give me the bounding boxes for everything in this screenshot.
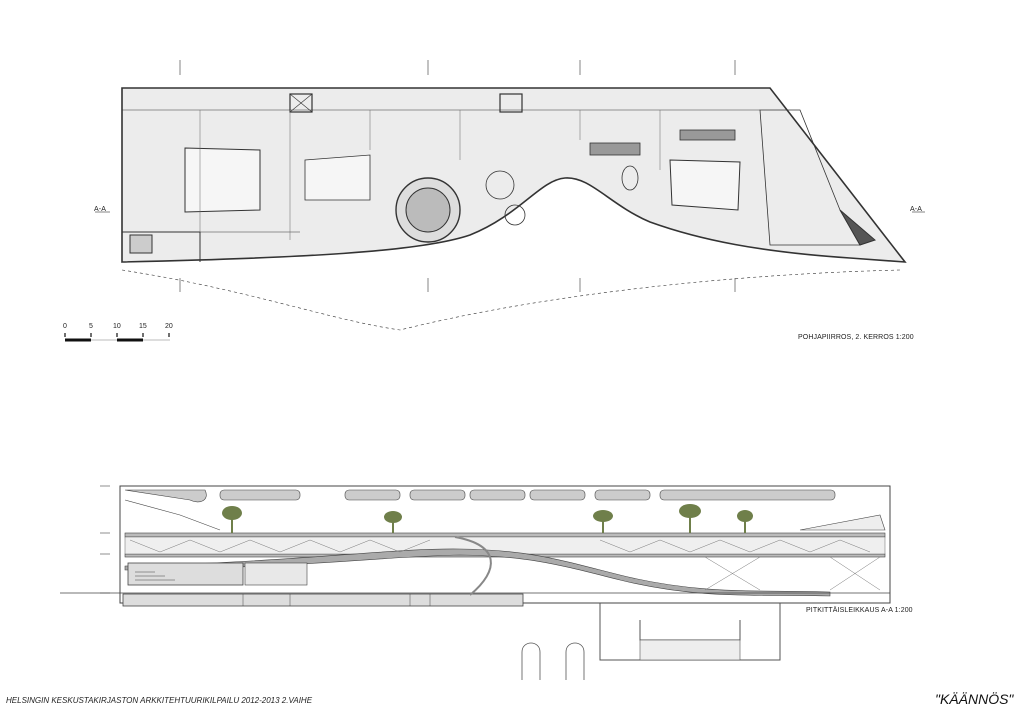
tree-icon [593, 510, 613, 522]
level-markers [100, 485, 110, 594]
room-workshop [304, 154, 371, 201]
room-hall [184, 147, 261, 213]
tree-icon [384, 511, 402, 523]
basement [122, 593, 524, 607]
tunnels [521, 603, 781, 680]
plan-title: POHJAPIIRROS, 2. KERROS 1:200 [798, 334, 914, 341]
scale-tick-label: 15 [139, 323, 147, 330]
escalator [454, 536, 492, 596]
scale-tick-label: 0 [63, 323, 67, 330]
floor-slab [124, 532, 886, 538]
roof-coffers [124, 489, 207, 503]
cinema [127, 562, 244, 586]
floor-plan [95, 60, 925, 331]
plan-dashed-outline [121, 269, 901, 331]
section-marker-right: A-A [910, 206, 922, 213]
section-marker-left: A-A [94, 206, 106, 213]
trees [222, 504, 753, 533]
tree-icon [679, 504, 701, 518]
project-name: "KÄÄNNÖS" [935, 691, 1014, 707]
scale-tick-label: 10 [113, 323, 121, 330]
scale-tick-label: 5 [89, 323, 93, 330]
arch [565, 642, 585, 680]
scale-bar [64, 333, 170, 342]
scale-tick-label: 20 [165, 323, 173, 330]
longitudinal-section [60, 485, 891, 607]
competition-label: HELSINGIN KESKUSTAKIRJASTON ARKKITEHTUUR… [6, 696, 313, 705]
tree-icon [737, 510, 753, 522]
shaft [289, 93, 313, 113]
ramp [124, 548, 831, 597]
tree-icon [222, 506, 242, 520]
shaft [499, 93, 523, 113]
roof-slope-left [124, 499, 221, 531]
room-right [669, 159, 741, 211]
section-title: PITKITTÄISLEIKKAUS A-A 1:200 [806, 607, 913, 614]
arch [521, 642, 541, 680]
